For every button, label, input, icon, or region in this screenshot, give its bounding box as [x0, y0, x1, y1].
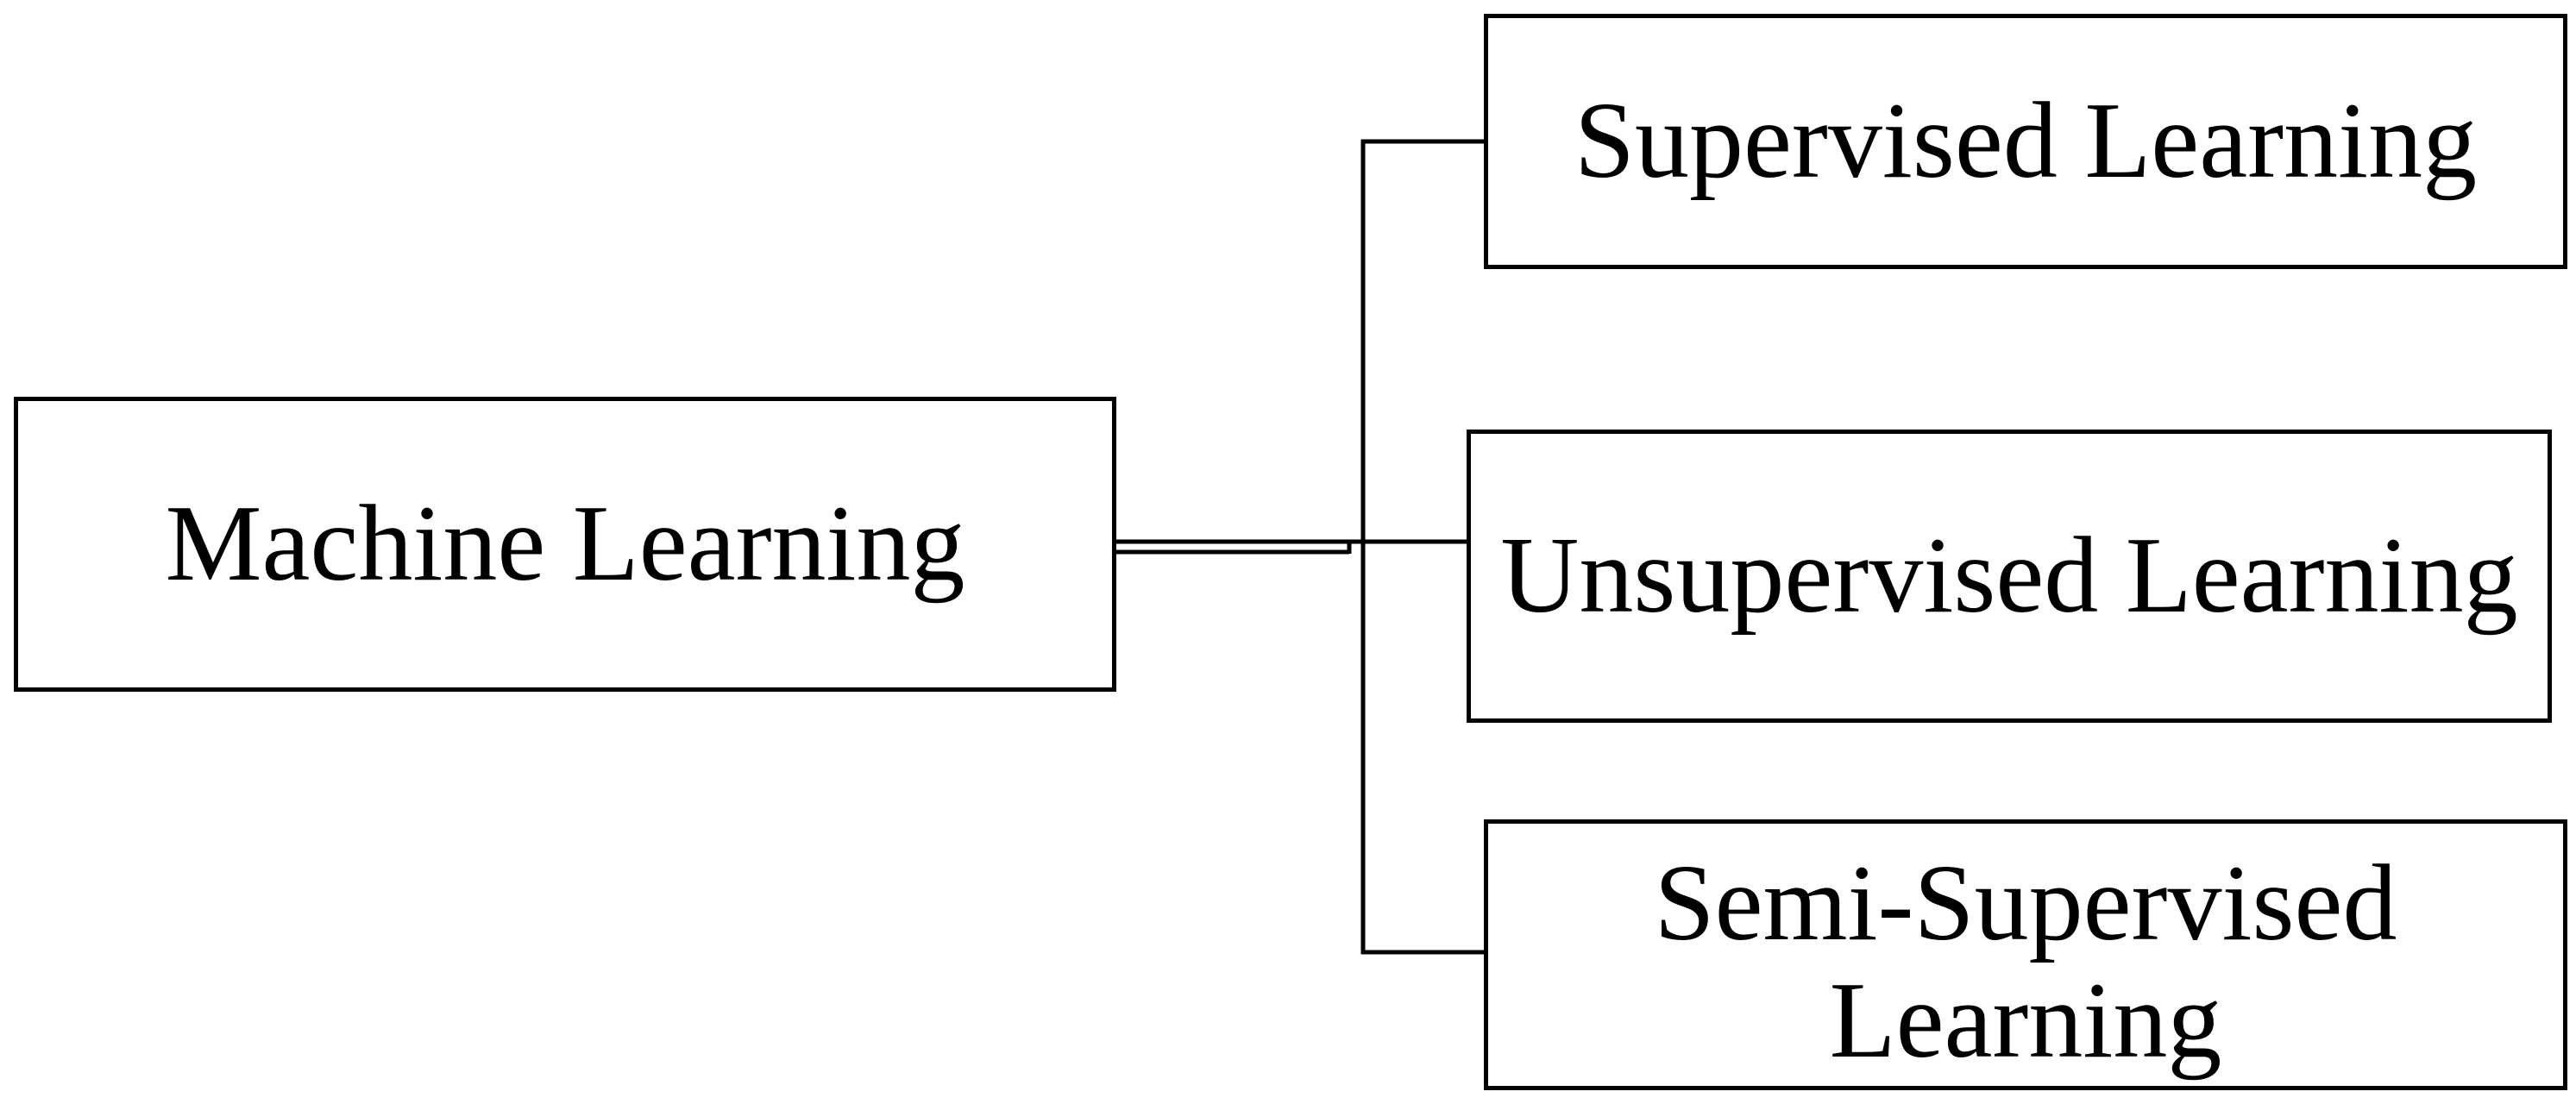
semi-supervised-label-line1: Semi-Supervised [1654, 843, 2397, 963]
unsupervised-learning-box: Unsupervised Learning [1467, 430, 2552, 723]
semi-supervised-learning-box: Semi-Supervised Learning [1484, 819, 2567, 1090]
supervised-learning-label: Supervised Learning [1574, 80, 2478, 201]
semi-supervised-label-line2: Learning [1829, 961, 2222, 1081]
supervised-learning-box: Supervised Learning [1484, 14, 2567, 269]
unsupervised-learning-label: Unsupervised Learning [1500, 515, 2518, 636]
machine-learning-box: Machine Learning [14, 397, 1116, 692]
machine-learning-label: Machine Learning [165, 483, 965, 604]
